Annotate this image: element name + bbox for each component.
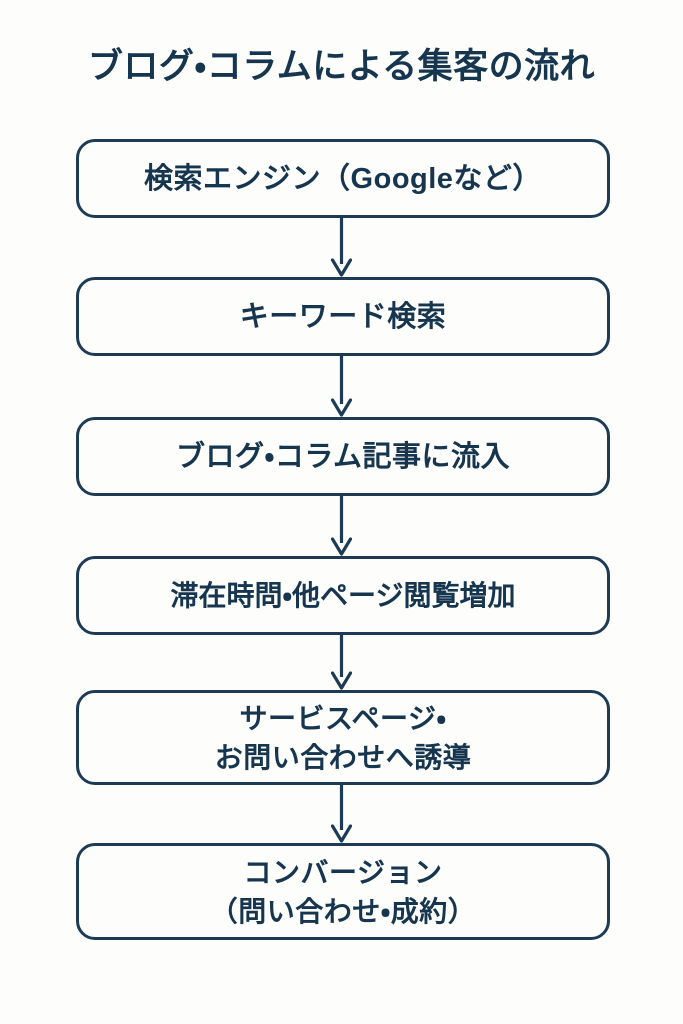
arrow-down-icon xyxy=(331,218,352,277)
page-title: ブログ・コラムによる集客の流れ xyxy=(87,47,596,86)
flow-node-label: キーワード検索 xyxy=(239,300,447,333)
flow-node-dwell-time[interactable]: 滞在時問・他ページ閲覧増加 xyxy=(76,556,610,635)
arrow-down-icon xyxy=(331,635,352,690)
arrow-down-icon xyxy=(331,785,352,843)
flow-node-blog-inflow[interactable]: ブログ・コラム記事に流入 xyxy=(76,417,610,496)
flow-node-conversion[interactable]: コンバージョン （問い合わせ・成約） xyxy=(76,843,610,940)
flow-node-label: ブログ・コラム記事に流入 xyxy=(176,440,510,473)
flow-node-label: コンバージョン （問い合わせ・成約） xyxy=(209,856,477,927)
flow-node-keyword-search[interactable]: キーワード検索 xyxy=(76,277,610,356)
arrow-down-icon xyxy=(331,356,352,417)
flow-node-search-engine[interactable]: 検索エンジン（Googleなど） xyxy=(76,139,610,218)
flow-node-label: 滞在時問・他ページ閲覧増加 xyxy=(170,579,516,611)
flow-node-label: 検索エンジン（Googleなど） xyxy=(144,162,542,195)
flow-node-service-page[interactable]: サービスページ・ お問い合わせへ誘導 xyxy=(76,690,610,785)
arrow-down-icon xyxy=(331,496,352,556)
flow-node-label: サービスページ・ お問い合わせへ誘導 xyxy=(214,702,472,773)
